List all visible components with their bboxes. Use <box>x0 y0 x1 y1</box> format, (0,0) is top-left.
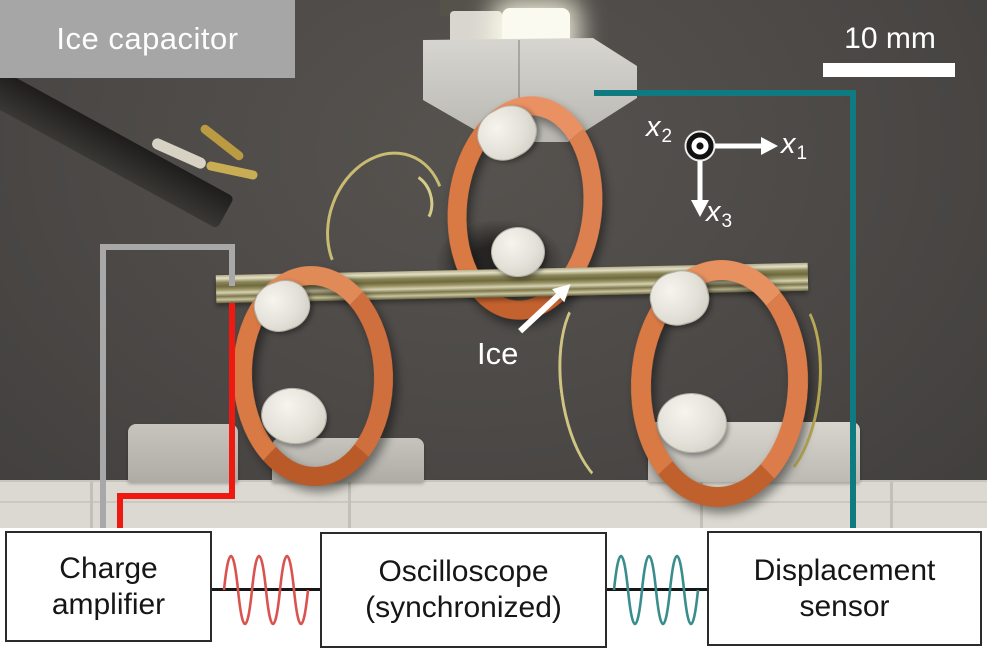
charge-wire-red-vertical <box>229 303 235 499</box>
sensor-wire-teal-horizontal <box>594 90 856 96</box>
tile-seam <box>348 482 351 528</box>
axes-icon <box>684 130 778 217</box>
ice-arrow-icon <box>518 284 571 334</box>
tile-seam <box>700 482 703 528</box>
signal-line-right <box>606 588 710 591</box>
press-fixture-seam <box>518 40 520 140</box>
out-of-page-icon <box>684 130 716 162</box>
axis-label-x2: x2 <box>646 111 673 147</box>
scale-bar <box>823 63 955 77</box>
pin-top-ring-lower <box>491 227 545 277</box>
red-waveform-icon <box>222 554 310 626</box>
charge-wire-red-drop <box>117 493 123 528</box>
tile-seam <box>90 482 93 528</box>
experiment-photo: Ice capacitor 10 mm x2 x1 x3 <box>0 0 987 528</box>
ice-label: Ice <box>477 336 519 371</box>
charge-amplifier-box: Charge amplifier <box>5 531 212 642</box>
oscilloscope-box: Oscilloscope (synchronized) <box>320 532 607 648</box>
probe-cable <box>0 58 235 229</box>
tile-floor <box>0 480 987 528</box>
signal-chain-diagram: Charge amplifier Oscilloscope (synchroni… <box>0 528 987 654</box>
displacement-sensor-box: Displacement sensor <box>707 531 982 646</box>
tile-seam <box>0 501 987 503</box>
photo-title: Ice capacitor <box>56 21 239 56</box>
charge-wire-red-horizontal <box>117 493 235 499</box>
teal-waveform-icon <box>612 554 700 626</box>
support-block-center <box>272 438 424 482</box>
probe-cable-tip-strand <box>205 160 259 181</box>
probe-cable-tip-strand <box>198 122 246 163</box>
axis-label-x3: x3 <box>706 196 733 232</box>
charge-wire-gray-horizontal <box>100 244 235 250</box>
scale-bar-label: 10 mm <box>844 22 936 55</box>
charge-wire-gray-drop <box>229 244 235 286</box>
axis-label-x1: x1 <box>781 128 808 164</box>
charge-wire-gray-vertical <box>100 244 106 528</box>
tile-seam <box>890 482 893 528</box>
sensor-wire-teal-vertical <box>850 90 856 528</box>
photo-title-badge: Ice capacitor <box>0 0 295 78</box>
support-block-left <box>128 424 238 482</box>
